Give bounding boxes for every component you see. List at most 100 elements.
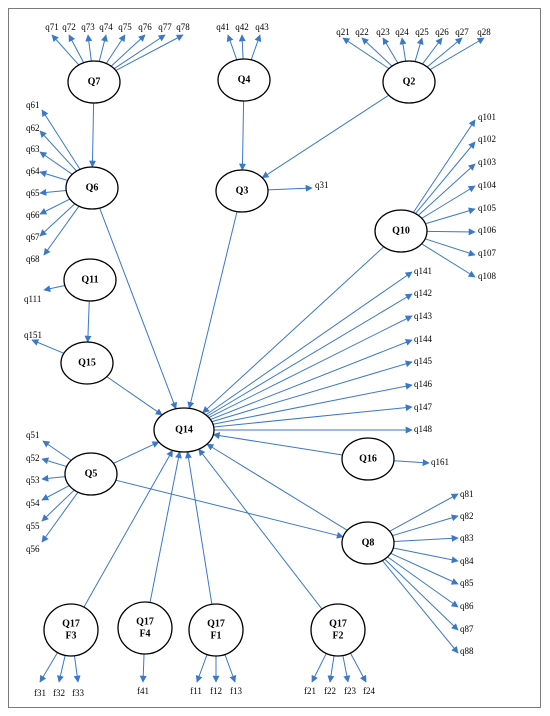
indicator-arrow-f11: [195, 654, 208, 683]
indicator-label-q68: q68: [26, 254, 40, 264]
node-ellipse-q15: [60, 341, 114, 385]
indicator-label-q22: q22: [355, 27, 369, 37]
path-q8-to-q14: [206, 443, 348, 531]
node-q16: Q16: [341, 437, 395, 481]
indicator-arrow-q105: [425, 207, 476, 225]
indicator-label-q144: q144: [414, 334, 433, 344]
path-q7-to-q6: [89, 102, 97, 168]
indicator-label-q106: q106: [478, 225, 497, 235]
node-label-q15-0: Q15: [78, 357, 96, 368]
indicator-arrow-q23: [382, 37, 399, 64]
indicator-label-f24: f24: [363, 686, 375, 696]
indicator-label-q87: q87: [460, 624, 474, 634]
indicator-arrow-q24: [399, 37, 407, 62]
node-label-q6-0: Q6: [86, 182, 99, 193]
indicator-label-q73: q73: [81, 22, 95, 32]
node-label-q17f2-1: F2: [332, 630, 343, 641]
path-q17f3-to-q14: [83, 449, 173, 608]
indicator-label-q76: q76: [138, 22, 152, 32]
node-q15: Q15: [60, 341, 114, 385]
node-label-q8-0: Q8: [362, 537, 375, 548]
indicator-label-q75: q75: [118, 22, 132, 32]
indicator-label-q108: q108: [478, 271, 497, 281]
node-label-q17f3-0: Q17: [62, 618, 80, 629]
node-ellipse-q17f3: [43, 603, 99, 657]
indicator-arrow-f31: [39, 652, 58, 683]
node-ellipse-q14: [153, 407, 215, 453]
indicator-label-q63: q63: [26, 144, 40, 154]
indicator-label-q104: q104: [478, 180, 497, 190]
indicator-label-q71: q71: [45, 22, 59, 32]
indicator-arrow-q143: [208, 315, 413, 419]
indicator-label-q88: q88: [460, 646, 474, 656]
indicator-arrow-q107: [424, 238, 476, 257]
indicator-arrow-q21: [342, 37, 390, 70]
indicator-label-f31: f31: [34, 688, 46, 698]
path-q4-to-q3: [238, 100, 246, 171]
node-q5: Q5: [64, 452, 118, 496]
node-ellipse-q16: [341, 437, 395, 481]
indicator-arrow-q104: [421, 185, 476, 219]
indicator-label-f13: f13: [230, 686, 242, 696]
indicator-arrow-q88: [381, 560, 459, 654]
indicator-label-q146: q146: [414, 379, 433, 389]
path-q10-to-q14: [202, 246, 385, 414]
indicator-label-q51: q51: [26, 430, 40, 440]
indicator-label-q61: q61: [26, 100, 40, 110]
indicator-arrow-q108: [421, 243, 476, 278]
indicator-arrow-q41: [226, 34, 238, 60]
indicator-arrow-f22: [327, 655, 335, 683]
indicator-arrow-q76: [110, 34, 146, 67]
node-label-q17f3-1: F3: [65, 630, 76, 641]
indicator-label-q102: q102: [478, 134, 496, 144]
indicator-label-q66: q66: [26, 210, 40, 220]
indicator-label-q81: q81: [460, 489, 474, 499]
indicator-arrow-q66: [39, 198, 71, 215]
indicator-arrow-q43: [250, 34, 262, 60]
indicator-label-q52: q52: [26, 453, 40, 463]
node-q10: Q10: [374, 209, 428, 253]
node-q2: Q2: [382, 60, 436, 104]
node-ellipse-q2: [382, 60, 436, 104]
node-ellipse-q6: [65, 166, 119, 210]
indicator-arrow-q54: [41, 485, 70, 501]
indicator-label-f41: f41: [137, 686, 149, 696]
indicator-label-q43: q43: [255, 22, 269, 32]
indicator-arrow-q146: [212, 382, 413, 425]
indicator-arrow-q25: [414, 37, 424, 62]
indicator-arrow-q83: [393, 534, 459, 543]
indicator-arrow-q31: [267, 184, 313, 192]
indicator-label-q151: q151: [24, 330, 42, 340]
path-q16-to-q14: [212, 432, 343, 456]
indicator-label-q26: q26: [435, 27, 449, 37]
indicator-label-q142: q142: [414, 288, 432, 298]
indicator-arrow-q142: [207, 293, 413, 417]
indicator-arrow-q144: [210, 339, 413, 421]
indicator-label-q25: q25: [415, 27, 429, 37]
node-label-q17f2-0: Q17: [329, 618, 347, 629]
indicator-arrow-q145: [211, 360, 413, 423]
node-ellipse-q11: [63, 258, 117, 302]
node-ellipse-q4: [217, 58, 271, 102]
indicator-arrow-q151: [31, 339, 65, 354]
indicator-arrow-q82: [392, 514, 459, 537]
indicator-label-q24: q24: [395, 27, 409, 37]
indicator-arrow-q147: [213, 404, 413, 428]
indicator-arrow-q51: [42, 440, 72, 461]
indicator-arrow-q27: [426, 37, 463, 68]
indicator-arrow-q102: [415, 141, 476, 214]
node-label-q16-0: Q16: [359, 453, 377, 464]
node-label-q3-0: Q3: [236, 185, 249, 196]
indicator-arrow-f13: [224, 654, 237, 683]
indicator-label-q148: q148: [414, 424, 433, 434]
indicator-label-q141: q141: [414, 266, 432, 276]
indicator-arrow-q106: [426, 228, 476, 236]
indicator-arrow-q103: [417, 163, 476, 216]
indicator-arrow-f23: [342, 655, 351, 683]
indicator-label-q161: q161: [431, 457, 449, 467]
path-q2-to-q3: [261, 94, 390, 179]
node-ellipse-q17f1: [188, 603, 244, 657]
